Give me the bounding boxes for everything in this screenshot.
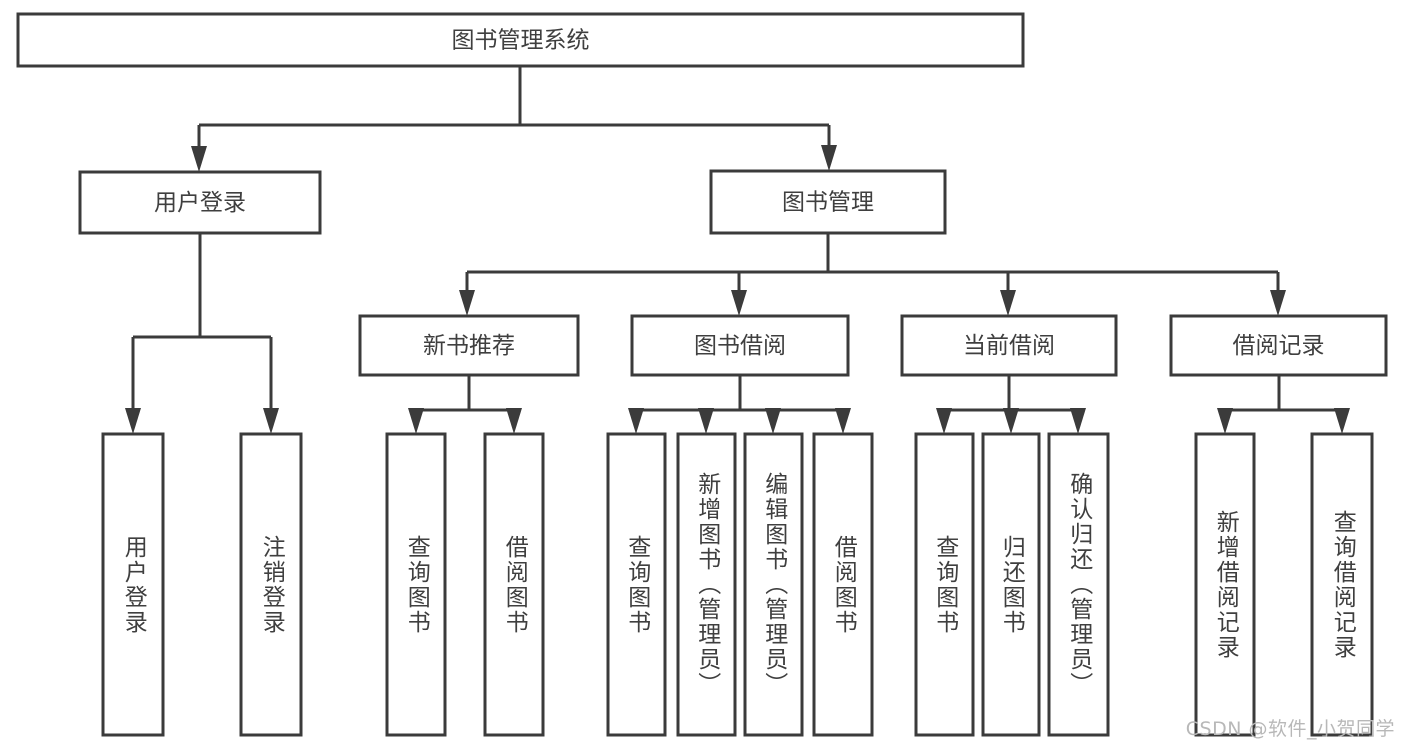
leaf-node-3-box[interactable] (483, 432, 545, 737)
leaf-node-11-box[interactable] (1194, 432, 1256, 737)
l3-2-to-leaf-arrow-2-head (1070, 408, 1086, 434)
manage-to-l3-arrow-0-head (459, 290, 475, 316)
level3-node-2-label: 当前借阅 (963, 333, 1055, 359)
leaf-node-10-box[interactable] (1047, 432, 1110, 737)
connectors-layer (125, 66, 1350, 434)
leaf-node-9-box[interactable] (981, 432, 1041, 737)
l3-1-to-leaf-arrow-0-head (628, 408, 644, 434)
level3-node-0-box[interactable] (358, 314, 580, 377)
leaf-node-6-box[interactable] (743, 432, 804, 737)
leaf-node-7-box[interactable] (812, 432, 874, 737)
root-node-box[interactable] (16, 12, 1025, 68)
level3-node-0-label: 新书推荐 (423, 333, 515, 359)
manage-to-l3-arrow-2-head (1000, 290, 1016, 316)
leaf-node-2-box[interactable] (385, 432, 447, 737)
leaf-node-12-box[interactable] (1310, 432, 1374, 737)
level2-node-1-label: 图书管理 (782, 190, 874, 216)
leaf-node-8-box[interactable] (914, 432, 975, 737)
l3-0-to-leaf-arrow-0-head (408, 408, 424, 434)
level3-node-2-box[interactable] (900, 314, 1118, 377)
root-to-l2-arrow-1-head (821, 145, 837, 171)
leaf-node-1-box[interactable] (239, 432, 303, 737)
l3-1-to-leaf-arrow-2-head (765, 408, 781, 434)
root-to-l2-arrow-0-head (191, 146, 207, 172)
level3-node-1-box[interactable] (630, 314, 850, 377)
root-node-label: 图书管理系统 (452, 28, 590, 54)
node-boxes-layer (16, 12, 1388, 737)
l3-2-to-leaf-arrow-1-head (1003, 408, 1019, 434)
level2-node-1-box[interactable] (709, 169, 947, 235)
manage-to-l3-arrow-3-head (1270, 290, 1286, 316)
l3-3-to-leaf-arrow-1-head (1334, 408, 1350, 434)
login-to-leaf-arrow-0-head (125, 408, 141, 434)
level2-node-0-label: 用户登录 (154, 190, 246, 216)
leaf-node-0-box[interactable] (101, 432, 165, 737)
l3-1-to-leaf-arrow-1-head (698, 408, 714, 434)
l3-1-to-leaf-arrow-3-head (835, 408, 851, 434)
csdn-watermark: CSDN @软件_小贺同学 (1185, 718, 1395, 740)
leaf-node-5-box[interactable] (676, 432, 737, 737)
l3-0-to-leaf-arrow-1-head (506, 408, 522, 434)
level2-node-0-box[interactable] (78, 170, 322, 235)
login-to-leaf-arrow-1-head (263, 408, 279, 434)
l3-2-to-leaf-arrow-0-head (936, 408, 952, 434)
level3-node-3-box[interactable] (1169, 314, 1388, 377)
l3-3-to-leaf-arrow-0-head (1217, 408, 1233, 434)
level3-node-1-label: 图书借阅 (694, 333, 786, 359)
leaf-node-4-box[interactable] (606, 432, 667, 737)
level3-node-3-label: 借阅记录 (1233, 333, 1325, 359)
manage-to-l3-arrow-1-head (731, 290, 747, 316)
